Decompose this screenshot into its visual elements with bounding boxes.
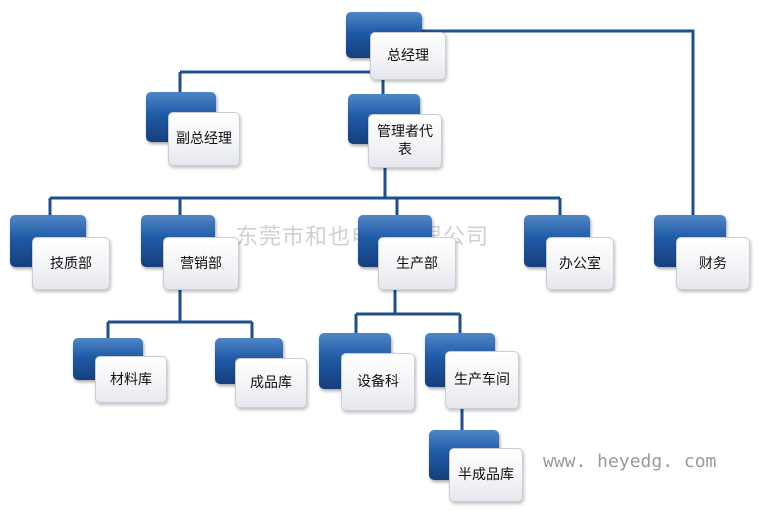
node-finance[interactable]: 财务: [654, 215, 750, 290]
node-label: 成品库: [235, 358, 307, 408]
connector-gm-finance: [422, 29, 695, 218]
node-label: 办公室: [546, 237, 614, 290]
node-management-representative[interactable]: 管理者代表: [348, 94, 442, 168]
connector-mgmt-depts: [48, 140, 562, 218]
node-label: 材料库: [95, 356, 167, 403]
node-production[interactable]: 生产部: [358, 215, 456, 290]
node-sales[interactable]: 营销部: [141, 215, 239, 290]
node-label: 副总经理: [168, 112, 240, 166]
connector-production-sub: [354, 288, 462, 335]
node-label: 总经理: [370, 32, 446, 80]
node-general-manager[interactable]: 总经理: [346, 12, 446, 80]
node-label: 财务: [676, 237, 750, 290]
node-label: 半成品库: [449, 448, 523, 502]
node-label: 技质部: [32, 237, 110, 290]
node-materials-store[interactable]: 材料库: [73, 338, 167, 403]
node-semi-finished-store[interactable]: 半成品库: [429, 430, 523, 502]
node-deputy-gm[interactable]: 副总经理: [146, 92, 240, 166]
node-label: 营销部: [163, 237, 239, 290]
node-office[interactable]: 办公室: [524, 215, 614, 290]
node-label: 生产车间: [445, 351, 519, 409]
watermark-url: www. heyedg. com: [543, 451, 717, 472]
node-tech-quality[interactable]: 技质部: [10, 215, 110, 290]
node-workshop[interactable]: 生产车间: [425, 333, 519, 409]
connector-sales-stores: [106, 288, 254, 340]
node-label: 生产部: [378, 237, 456, 290]
node-label: 设备科: [341, 353, 415, 411]
node-finished-store[interactable]: 成品库: [215, 338, 307, 408]
node-equipment[interactable]: 设备科: [319, 333, 415, 411]
node-label: 管理者代表: [368, 114, 442, 168]
